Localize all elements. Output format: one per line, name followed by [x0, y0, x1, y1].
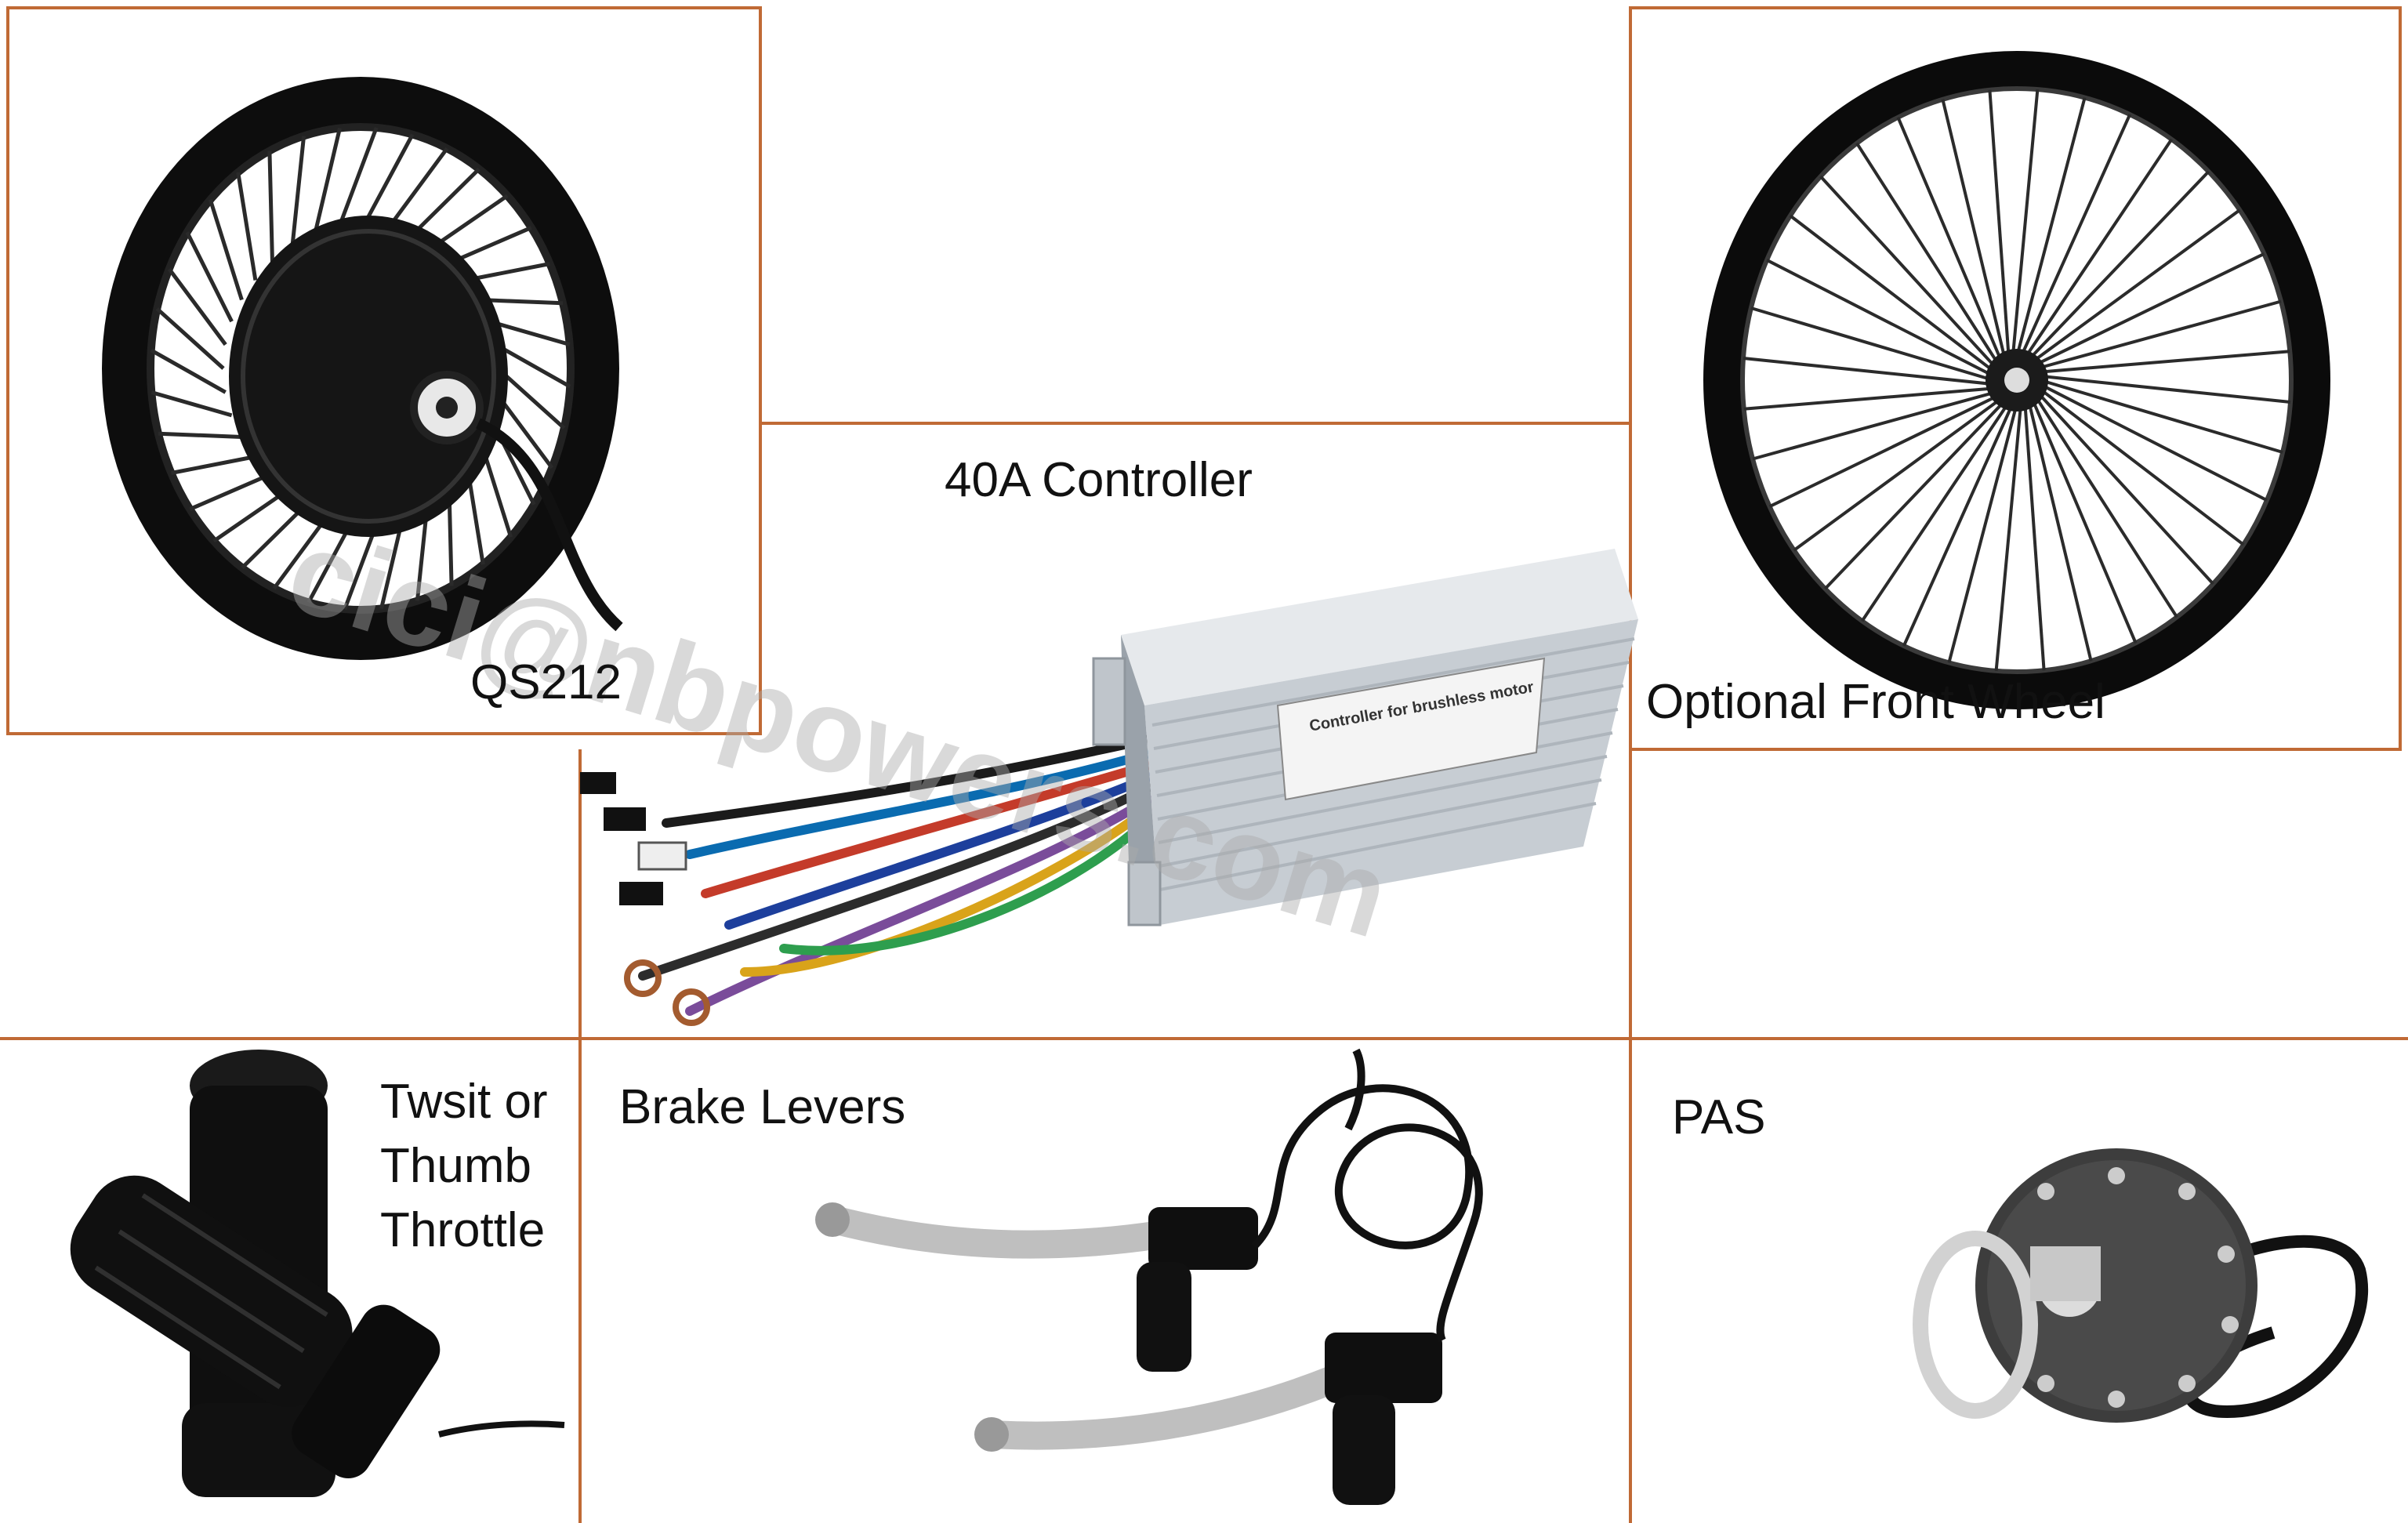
spoke: [479, 298, 564, 306]
spoke: [496, 367, 566, 430]
spoke: [1766, 259, 1995, 378]
throttle-label-line-2: Thumb: [380, 1139, 531, 1193]
spoke: [208, 199, 244, 301]
spoke: [2023, 402, 2046, 671]
spoke: [1823, 399, 2007, 590]
spoke: [185, 231, 234, 323]
front-wheel-label: Optional Front Wheel: [1646, 675, 2105, 729]
controller-label: 40A Controller: [945, 453, 1253, 507]
motor-label: QS212: [470, 655, 622, 709]
spoke: [267, 150, 274, 263]
spoke: [2019, 114, 2132, 358]
spoke: [1819, 175, 1998, 370]
throttle-grip-icon: [70, 1050, 565, 1497]
brake-levers-label: Brake Levers: [619, 1080, 906, 1134]
spoke: [290, 136, 306, 250]
spoke: [335, 127, 379, 234]
throttle-label-line-1: Twsit or: [380, 1075, 548, 1129]
spoke: [495, 343, 571, 389]
spoke: [236, 172, 258, 281]
spoke: [150, 390, 233, 418]
controller-box-icon: Controller for brushless motor: [580, 549, 1638, 1026]
spoke: [2036, 299, 2282, 370]
spoke: [1988, 89, 2011, 358]
spoke: [2030, 397, 2138, 644]
spoke: [1855, 142, 2000, 366]
spoke: [1860, 401, 2011, 622]
spoke: [1793, 397, 2003, 552]
brake-lever-icon: [815, 1048, 1483, 1505]
spoke: [311, 127, 342, 241]
spoke: [155, 306, 225, 370]
spoke: [1743, 386, 1995, 411]
throttle-label-line-3: Throttle: [380, 1203, 546, 1257]
spoke: [1789, 214, 1996, 374]
spoke: [358, 133, 415, 233]
spoke: [2023, 138, 2174, 359]
pas-label: PAS: [1672, 1090, 1766, 1144]
spoke: [2034, 252, 2265, 367]
spoke: [465, 262, 550, 282]
hub-motor-wheel-icon: [102, 77, 623, 660]
spoke: [2031, 209, 2241, 364]
spoke: [189, 471, 274, 511]
spoke: [2015, 97, 2087, 357]
spoke: [2040, 379, 2283, 454]
spoked-front-wheel-icon: [1703, 51, 2330, 709]
panel-borders: [0, 6, 2408, 1523]
spoke: [167, 267, 227, 346]
spoke: [1947, 403, 2018, 663]
spoke: [1750, 306, 1994, 382]
spoke: [1896, 116, 2004, 363]
spoke: [1752, 390, 1997, 461]
spoke: [1768, 393, 2000, 508]
spoke: [2027, 170, 2210, 361]
spoke: [150, 348, 227, 394]
spoke: [2040, 374, 2291, 404]
spoke: [2039, 383, 2268, 502]
spoke: [171, 455, 256, 475]
spoke: [2039, 350, 2290, 374]
spoke: [1994, 403, 2023, 672]
spoke: [1902, 402, 2015, 647]
pas-sensor-disc-icon: [1913, 1148, 2369, 1423]
spoke: [1941, 99, 2007, 361]
spoke: [2011, 89, 2040, 357]
spoke: [2033, 394, 2178, 618]
spoke: [2036, 390, 2214, 586]
spoke: [2027, 400, 2093, 662]
spoke: [158, 431, 242, 439]
spoke: [488, 319, 571, 346]
spoke: [448, 226, 532, 266]
spoke: [1743, 357, 1994, 386]
spoke: [2037, 386, 2245, 546]
